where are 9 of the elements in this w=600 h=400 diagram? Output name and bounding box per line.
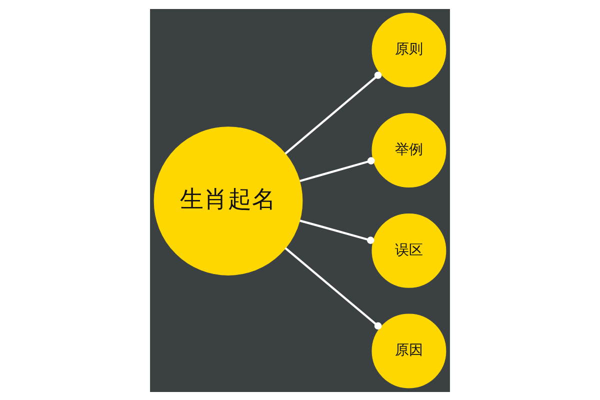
connector (300, 219, 374, 244)
node-circle: 误区 (372, 212, 446, 288)
connector (300, 156, 375, 182)
node-circle: 生肖起名 (154, 126, 303, 275)
connector (284, 246, 382, 330)
node-circle: 原因 (372, 313, 446, 388)
connector (284, 71, 382, 154)
node-circle: 原则 (372, 12, 446, 87)
node-circle: 举例 (372, 112, 446, 188)
